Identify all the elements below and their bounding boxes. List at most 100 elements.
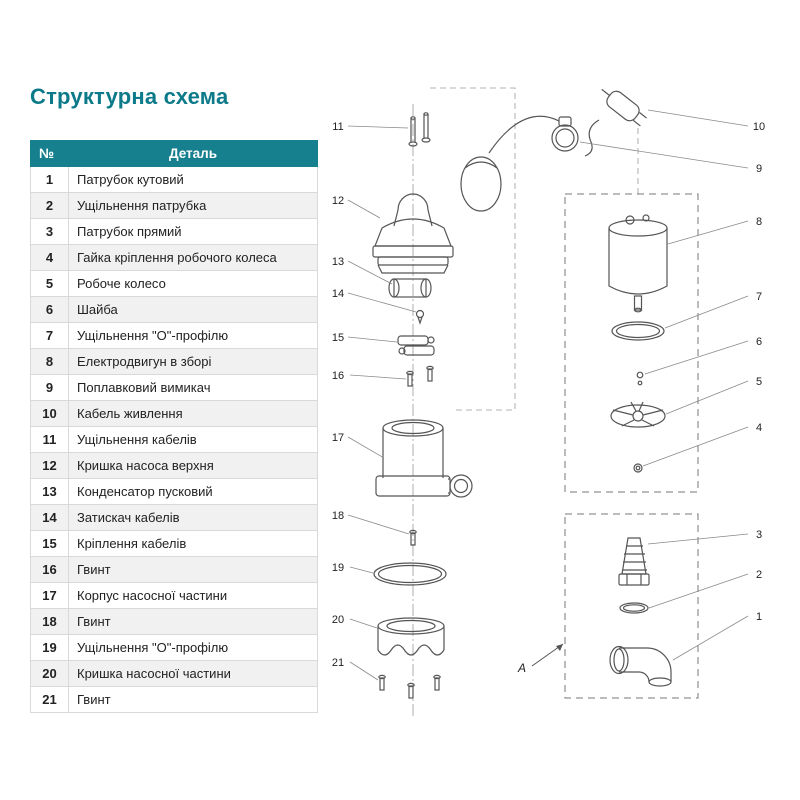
- callout-7: 7: [756, 291, 762, 303]
- part-cable-seals: [408, 112, 431, 147]
- part-number: 14: [30, 504, 69, 531]
- part-number: 2: [30, 192, 69, 219]
- part-washer: [636, 371, 644, 386]
- outlet-group-box: [564, 513, 699, 699]
- part-number: 6: [30, 296, 69, 323]
- header-detail: Деталь: [68, 140, 318, 167]
- part-number: 13: [30, 478, 69, 505]
- callout-6: 6: [756, 336, 762, 348]
- part-number: 16: [30, 556, 69, 583]
- part-motor-assembly: [608, 214, 668, 313]
- part-upper-pump-cover: [372, 193, 454, 274]
- callout-12: 12: [332, 195, 344, 207]
- exploded-diagram: A 11 12: [318, 76, 788, 740]
- part-screws-16: [406, 365, 434, 387]
- callout-9: 9: [756, 163, 762, 175]
- part-number: 18: [30, 608, 69, 635]
- part-cable-clamp: [415, 309, 425, 325]
- callout-15: 15: [332, 332, 344, 344]
- callouts-left: 11 12 13 14 15 16 17 18 19 20 21: [332, 121, 344, 669]
- part-number: 5: [30, 270, 69, 297]
- header-row: № Деталь: [30, 140, 318, 167]
- part-name: Гвинт: [68, 608, 318, 635]
- callout-18: 18: [332, 510, 344, 522]
- part-o-ring-19: [373, 562, 447, 586]
- header-number: №: [30, 140, 69, 167]
- part-name: Гайка кріплення робочого колеса: [68, 244, 318, 271]
- part-name: Ущільнення "О"-профілю: [68, 322, 318, 349]
- callout-14: 14: [332, 288, 344, 300]
- part-number: 17: [30, 582, 69, 609]
- part-name: Кабель живлення: [68, 400, 318, 427]
- part-impeller: [610, 401, 666, 428]
- callout-20: 20: [332, 614, 344, 626]
- callouts-right: 10 9 8 7 6 5 4 3 2 1: [753, 121, 765, 623]
- part-name: Корпус насосної частини: [68, 582, 318, 609]
- callout-13: 13: [332, 256, 344, 268]
- callout-4: 4: [756, 422, 762, 434]
- part-screws-21: [378, 674, 441, 699]
- part-pump-bottom-cover: [377, 617, 445, 656]
- part-name: Кріплення кабелів: [68, 530, 318, 557]
- part-screw-18: [409, 529, 417, 546]
- part-capacitor: [388, 278, 432, 298]
- part-cable-mount: [397, 335, 435, 356]
- callout-10: 10: [753, 121, 765, 133]
- part-name: Затискач кабелів: [68, 504, 318, 531]
- leader-lines: [347, 109, 749, 681]
- part-number: 3: [30, 218, 69, 245]
- callout-3: 3: [756, 529, 762, 541]
- part-name: Ущільнення патрубка: [68, 192, 318, 219]
- part-number: 9: [30, 374, 69, 401]
- part-name: Кришка насосної частини: [68, 660, 318, 687]
- part-number: 12: [30, 452, 69, 479]
- callout-8: 8: [756, 216, 762, 228]
- callout-11: 11: [332, 121, 343, 133]
- part-name: Конденсатор пусковий: [68, 478, 318, 505]
- part-name: Патрубок кутовий: [68, 166, 318, 193]
- part-number: 10: [30, 400, 69, 427]
- part-straight-fitting: [618, 537, 650, 586]
- part-number: 4: [30, 244, 69, 271]
- part-name: Кришка насоса верхня: [68, 452, 318, 479]
- construction-lines: [430, 87, 639, 411]
- part-name: Ущільнення кабелів: [68, 426, 318, 453]
- part-name: Патрубок прямий: [68, 218, 318, 245]
- part-number: 19: [30, 634, 69, 661]
- callout-2: 2: [756, 569, 762, 581]
- part-name: Гвинт: [68, 556, 318, 583]
- part-name: Шайба: [68, 296, 318, 323]
- part-number: 8: [30, 348, 69, 375]
- part-name: Робоче колесо: [68, 270, 318, 297]
- callout-16: 16: [332, 370, 344, 382]
- motor-group-box: [564, 193, 699, 493]
- section-label-a: A: [517, 661, 526, 675]
- part-power-plug: [584, 88, 647, 157]
- parts-table-header: № Деталь: [30, 140, 318, 167]
- part-name: Гвинт: [68, 686, 318, 713]
- callout-17: 17: [332, 432, 344, 444]
- part-outlet-gasket: [619, 602, 649, 614]
- part-number: 1: [30, 166, 69, 193]
- callout-1: 1: [756, 611, 762, 623]
- callout-5: 5: [756, 376, 762, 388]
